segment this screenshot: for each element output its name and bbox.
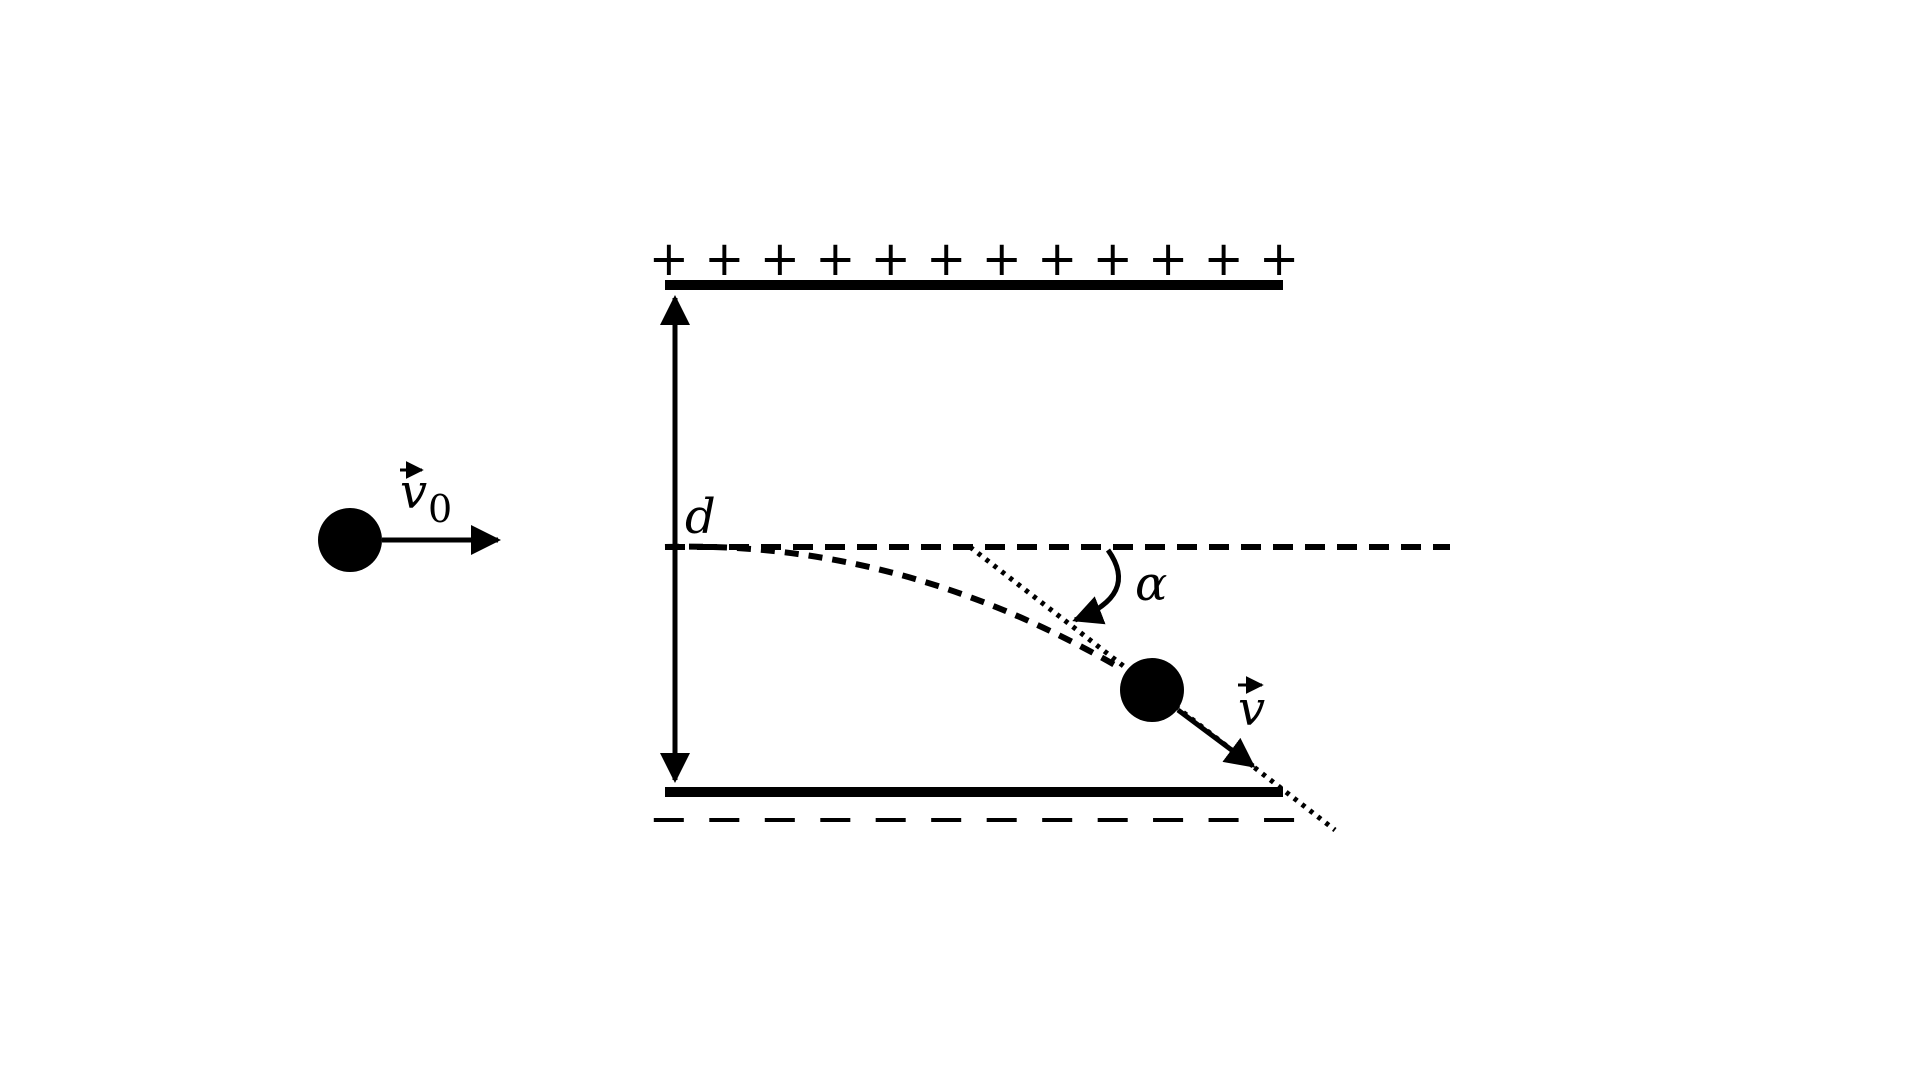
distance-d-label: d	[685, 489, 716, 545]
final-velocity-arrow	[1176, 707, 1256, 769]
svg-text:v: v	[1238, 681, 1265, 737]
svg-text:v: v	[400, 464, 427, 520]
angle-alpha-label: α	[1135, 556, 1167, 612]
angle-alpha-arc	[1072, 548, 1121, 625]
final-velocity-label: v	[1238, 676, 1265, 737]
top-plate-charges: + + + + + + + + + + + +	[649, 231, 1299, 287]
trajectory-curve	[664, 543, 1122, 671]
initial-velocity-label: v 0	[400, 461, 452, 531]
svg-text:0: 0	[428, 487, 452, 531]
bottom-plate-charges: − − − − − − − − − − − −	[649, 791, 1299, 847]
particle-initial	[318, 508, 382, 572]
particle-deflected	[1120, 658, 1184, 722]
